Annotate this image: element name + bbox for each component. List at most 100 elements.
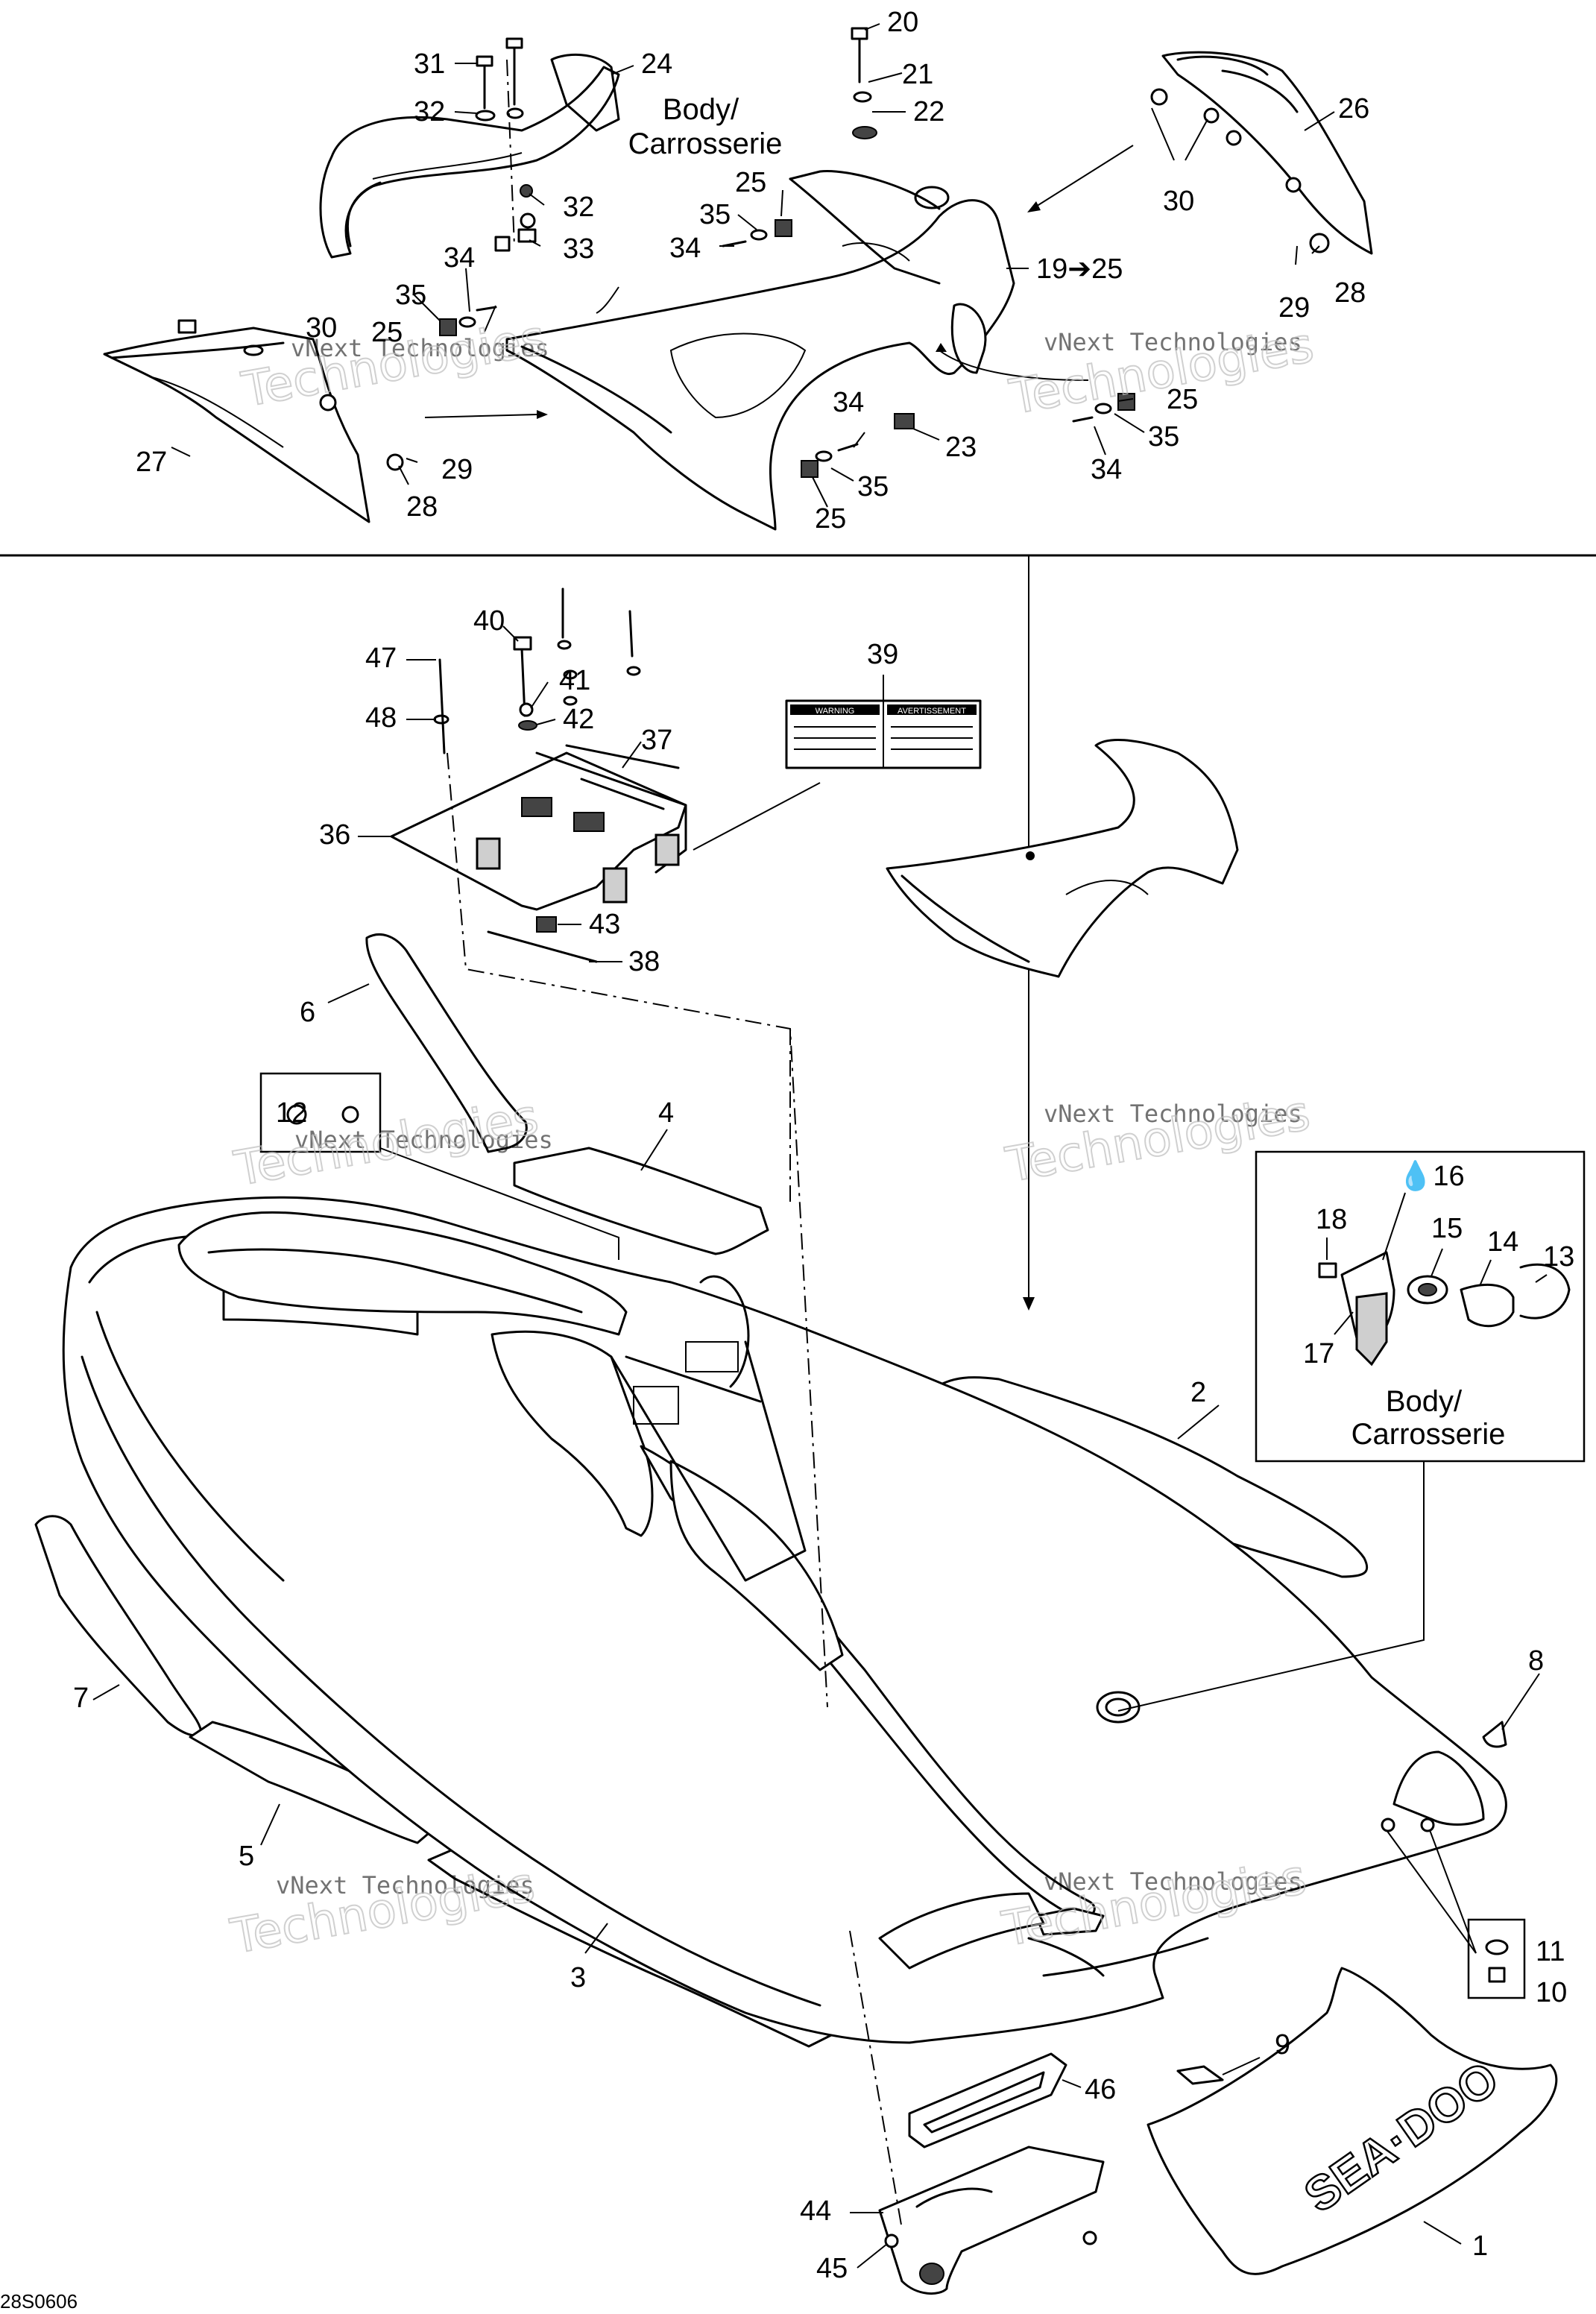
part-44-bin	[878, 2146, 1105, 2295]
callout-30b: 30	[306, 312, 337, 344]
hull	[62, 1196, 1507, 2044]
callout-43: 43	[589, 909, 620, 940]
callouts-top: 20 21 22 24 31 32 32 33 34 35 25 25 35 3…	[136, 7, 1369, 535]
callout-38: 38	[628, 946, 660, 977]
callout-9: 9	[1275, 2029, 1290, 2061]
body-label-box-line1: Body/	[1386, 1385, 1463, 1418]
callout-18: 18	[1316, 1204, 1347, 1235]
callout-23: 23	[945, 432, 977, 463]
decal-1: SEA·DOO	[1146, 1967, 1558, 2275]
callout-25d: 25	[1167, 384, 1198, 415]
callout-29b: 29	[441, 454, 473, 485]
callout-35a: 35	[395, 280, 426, 311]
callout-6: 6	[300, 997, 315, 1028]
bolt-20	[851, 27, 877, 139]
callout-30a: 30	[1163, 186, 1194, 217]
detail-box-tow-eye: 💧16 18 15 14 13 17 Body/ Carrosserie	[1117, 1150, 1586, 1712]
callout-17: 17	[1303, 1338, 1334, 1369]
callout-29a: 29	[1278, 292, 1310, 324]
callout-26: 26	[1338, 93, 1369, 124]
warning-header-fr: AVERTISSEMENT	[898, 707, 966, 716]
top-section: 20 21 22 24 31 32 32 33 34 35 25 25 35 3…	[103, 7, 1373, 535]
leaders-middle	[92, 625, 1540, 2269]
callout-44: 44	[800, 2195, 831, 2227]
callout-20: 20	[887, 7, 918, 38]
callout-21: 21	[902, 59, 933, 90]
callout-48: 48	[365, 702, 397, 734]
callout-16: 💧16	[1398, 1159, 1465, 1192]
part-19-body-deck	[505, 170, 1015, 531]
callout-14: 14	[1487, 1226, 1518, 1258]
callout-22: 22	[913, 96, 944, 127]
callout-8: 8	[1528, 1645, 1544, 1677]
callout-2: 2	[1190, 1377, 1206, 1408]
decal-7	[34, 1515, 203, 1737]
callout-13: 13	[1543, 1241, 1574, 1273]
detail-box-12: 12	[259, 1072, 619, 1260]
callout-33: 33	[563, 233, 594, 265]
warning-header-en: WARNING	[816, 707, 855, 716]
decal-6	[365, 933, 528, 1153]
callout-28b: 28	[406, 491, 438, 523]
callout-11: 11	[1536, 1936, 1565, 1967]
decal-9	[1176, 2065, 1224, 2085]
callout-35b: 35	[699, 199, 731, 230]
detail-box-10-11: 11 10	[1386, 1829, 1567, 2008]
callout-42: 42	[563, 704, 594, 735]
part-36-tray	[390, 751, 687, 933]
callout-35c: 35	[857, 471, 889, 502]
hardware-mid	[433, 587, 680, 963]
callout-24: 24	[641, 48, 672, 80]
part-46-gasket	[908, 2052, 1067, 2149]
callout-12: 12	[276, 1097, 307, 1129]
body-reference	[886, 739, 1239, 978]
body-label-top-line1: Body/	[663, 93, 739, 126]
body-label-box-line2: Carrosserie	[1351, 1418, 1506, 1451]
watermark-bottom-right: vNext Technologies	[1044, 1867, 1302, 1896]
callout-27: 27	[136, 447, 167, 478]
callout-15: 15	[1431, 1213, 1463, 1244]
watermark-bottom-left: vNext Technologies	[276, 1871, 534, 1900]
part-39-warning-label: WARNING AVERTISSEMENT	[693, 675, 982, 851]
callout-45: 45	[816, 2253, 848, 2284]
callout-4: 4	[658, 1097, 674, 1129]
body-label-top-line2: Carrosserie	[628, 127, 783, 160]
callout-25b: 25	[735, 167, 766, 198]
callout-10: 10	[1536, 1977, 1567, 2008]
callout-41: 41	[559, 665, 590, 696]
part-24-side-panel	[319, 53, 620, 259]
watermark-top-left: vNext Technologies	[291, 334, 549, 362]
callout-32a: 32	[414, 96, 445, 127]
bolt-31	[475, 37, 537, 252]
callout-19-25: 19➔25	[1036, 253, 1123, 285]
callout-40: 40	[473, 605, 505, 637]
callout-25a: 25	[371, 317, 403, 348]
callout-37: 37	[641, 725, 672, 756]
flow-arrows-top	[424, 145, 1134, 419]
callout-31: 31	[414, 48, 445, 80]
callout-1: 1	[1472, 2231, 1488, 2262]
callout-34d: 34	[1091, 454, 1122, 485]
callout-25c: 25	[815, 503, 846, 535]
watermark-mid-left: vNext Technologies	[294, 1126, 553, 1154]
decal-8	[1482, 1721, 1507, 1748]
leaders-top	[171, 23, 1335, 508]
callout-7: 7	[73, 1683, 89, 1714]
callout-39: 39	[867, 639, 898, 670]
callouts-middle: 40 41 42 47 48 36 37 38 43 39 6 4 2 8 7 …	[73, 605, 1544, 2284]
dashed-guides	[447, 752, 903, 2230]
main-section: WARNING AVERTISSEMENT	[34, 555, 1586, 2295]
hardware-left	[319, 219, 1135, 478]
watermark-top-right: vNext Technologies	[1044, 328, 1302, 356]
callout-32b: 32	[563, 192, 594, 223]
part-26-rear-panel	[1150, 51, 1373, 255]
diagram-code: 28S0606	[0, 2290, 78, 2313]
decal-4	[513, 1147, 769, 1255]
callout-46: 46	[1085, 2074, 1116, 2105]
callout-3: 3	[570, 1962, 586, 1993]
callout-28a: 28	[1334, 277, 1366, 309]
callout-34c: 34	[833, 387, 864, 418]
part-27-lower-panel	[103, 319, 370, 523]
callout-35d: 35	[1148, 421, 1179, 453]
